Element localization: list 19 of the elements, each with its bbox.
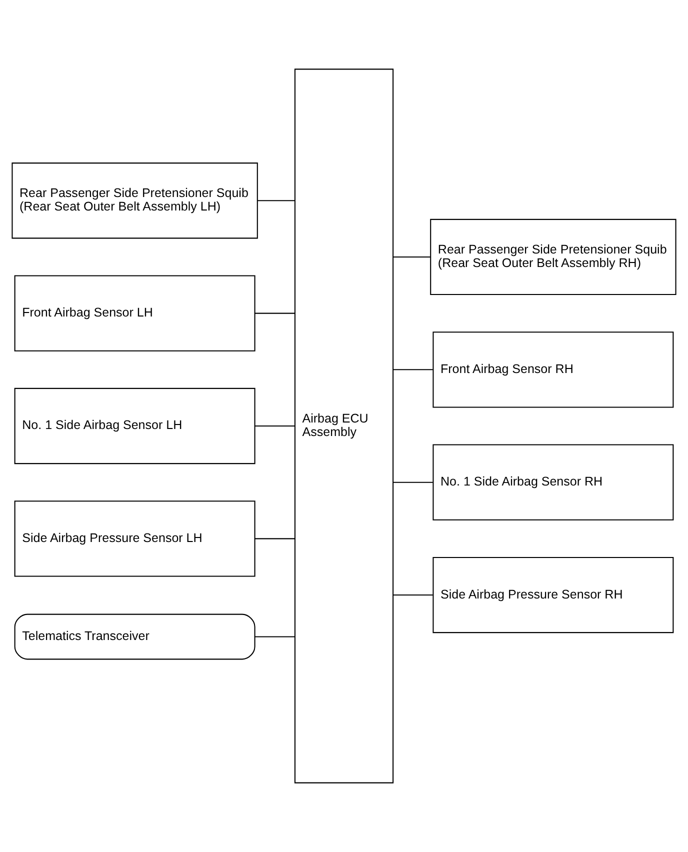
connector xyxy=(257,200,295,202)
node-box: Telematics Transceiver xyxy=(14,614,256,660)
node-box: Front Airbag Sensor LH xyxy=(14,275,256,352)
connector xyxy=(393,482,433,483)
node-box: Side Airbag Pressure Sensor RH xyxy=(432,556,674,634)
node-box: Rear Passenger Side Pretensioner Squib (Rear Seat Outer Belt Assembly LH) xyxy=(12,162,258,239)
connector xyxy=(393,256,430,258)
connector xyxy=(254,538,295,540)
connector xyxy=(393,369,433,370)
node-box: Front Airbag Sensor RH xyxy=(432,332,674,408)
node-box: Airbag ECU Assembly xyxy=(294,68,394,784)
connector xyxy=(393,594,433,596)
node-box: Side Airbag Pressure Sensor LH xyxy=(14,500,256,577)
connector xyxy=(254,636,295,638)
connector xyxy=(254,312,295,314)
node-box: No. 1 Side Airbag Sensor LH xyxy=(14,388,256,464)
node-box: No. 1 Side Airbag Sensor RH xyxy=(432,444,674,520)
connector xyxy=(254,425,295,427)
node-box: Rear Passenger Side Pretensioner Squib (Rear Seat Outer Belt Assembly RH) xyxy=(430,218,676,296)
